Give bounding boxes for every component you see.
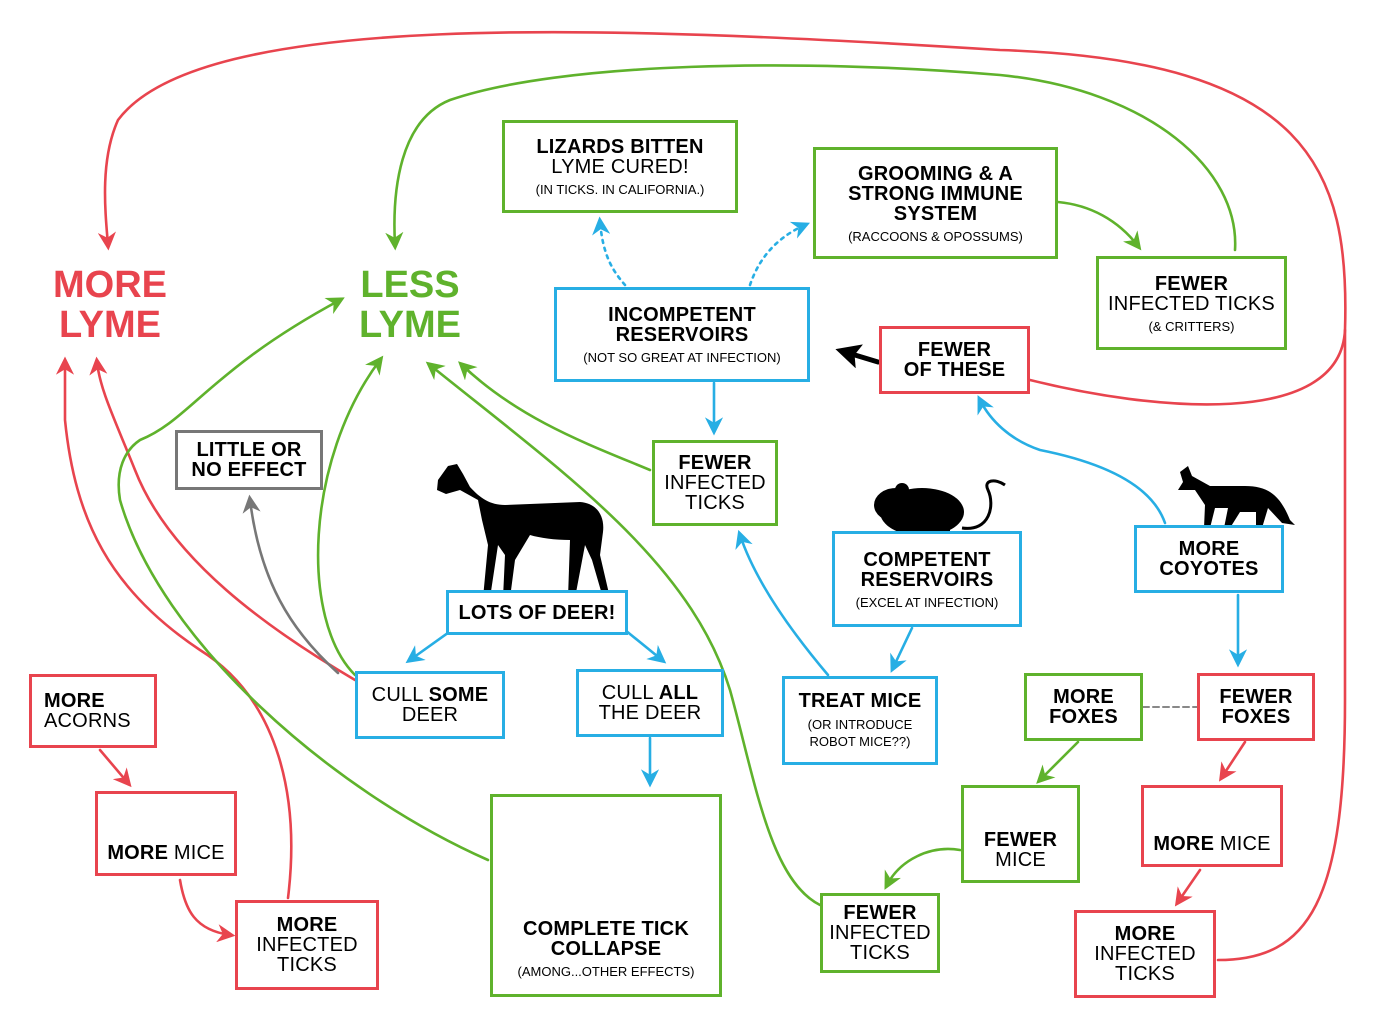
more-foxes-node: MORE FOXES <box>1024 673 1143 741</box>
mouse-icon <box>874 479 1006 536</box>
arrow-cull-some-to-less-lyme <box>316 355 384 677</box>
grooming-node: GROOMING & A STRONG IMMUNE SYSTEM (RACCO… <box>813 147 1058 259</box>
more-ticks-right-node: MORE INFECTED TICKS <box>1074 910 1216 998</box>
arrow-left-ticks-to-more-lyme <box>55 356 293 900</box>
fewer-ticks-bottom-node: FEWER INFECTED TICKS <box>820 893 940 973</box>
arrow-grooming-to-fewer-ticks <box>1056 200 1142 251</box>
arrow-cull-some-to-little-effect <box>242 494 340 675</box>
arrow-cull-some-to-more-lyme <box>89 356 357 682</box>
more-ticks-left-node: MORE INFECTED TICKS <box>235 900 379 990</box>
arrow-more-mice-to-ticks-right <box>1174 868 1202 907</box>
arrow-fewer-these-to-incompetent <box>835 344 881 369</box>
arrow-incompetent-to-grooming <box>748 221 810 287</box>
more-mice-left-node: MORE MICE <box>95 791 237 876</box>
lizards-node: LIZARDS BITTEN LYME CURED! (IN TICKS. IN… <box>502 120 738 213</box>
fewer-foxes-node: FEWER FOXES <box>1197 673 1315 741</box>
arrow-deer-to-cull-all <box>623 628 667 664</box>
arrow-more-foxes-to-fewer-mice <box>1036 740 1080 784</box>
competent-reservoirs-node: COMPETENT RESERVOIRS (EXCEL AT INFECTION… <box>832 531 1022 627</box>
deer-icon <box>437 464 610 598</box>
arrow-bottom-ticks-to-less-lyme <box>425 361 822 907</box>
coyote-icon <box>1178 466 1295 528</box>
fewer-mice-node: FEWER MICE <box>961 785 1080 883</box>
cull-some-node: CULL SOME DEER <box>355 671 505 739</box>
treat-mice-node: TREAT MICE (OR INTRODUCE ROBOT MICE??) <box>782 676 938 765</box>
arrow-right-ticks-to-more-lyme-loop <box>1216 328 1347 962</box>
more-coyotes-node: MORE COYOTES <box>1134 525 1284 593</box>
arrow-collapse-to-less-lyme <box>117 297 490 862</box>
little-effect-node: LITTLE OR NO EFFECT <box>175 430 323 490</box>
arrow-coyotes-to-fewer-these <box>977 395 1167 525</box>
arrow-deer-to-cull-some <box>405 628 454 664</box>
more-acorns-node: MORE ACORNS <box>29 674 157 748</box>
arrow-fewer-these-to-more-lyme <box>97 30 1347 406</box>
arrow-competent-to-treat-mice <box>890 626 914 673</box>
fewer-of-these-node: FEWER OF THESE <box>879 326 1030 394</box>
arrow-mice-to-ticks-left <box>178 878 236 943</box>
arrow-fewer-mice-to-bottom-ticks <box>884 847 962 890</box>
arrow-acorns-to-mice <box>98 748 132 788</box>
fewer-ticks-mid-node: FEWER INFECTED TICKS <box>652 440 778 526</box>
incompetent-reservoirs-node: INCOMPETENT RESERVOIRS (NOT SO GREAT AT … <box>554 287 810 382</box>
fewer-ticks-critters-node: FEWER INFECTED TICKS (& CRITTERS) <box>1096 256 1287 350</box>
arrow-treat-mice-to-mid-ticks <box>735 529 830 677</box>
more-mice-right-node: MORE MICE <box>1141 785 1283 867</box>
lots-of-deer-node: LOTS OF DEER! <box>446 590 628 635</box>
arrow-incompetent-to-lizards <box>592 216 627 287</box>
tick-collapse-node: COMPLETE TICK COLLAPSE (AMONG...OTHER EF… <box>490 794 722 997</box>
arrow-fewer-ticks-critters-to-less-lyme <box>385 64 1237 252</box>
cull-all-node: CULL ALL THE DEER <box>576 669 724 737</box>
arrow-mid-ticks-to-less-lyme <box>458 361 652 472</box>
arrow-fewer-foxes-to-more-mice <box>1219 740 1247 782</box>
